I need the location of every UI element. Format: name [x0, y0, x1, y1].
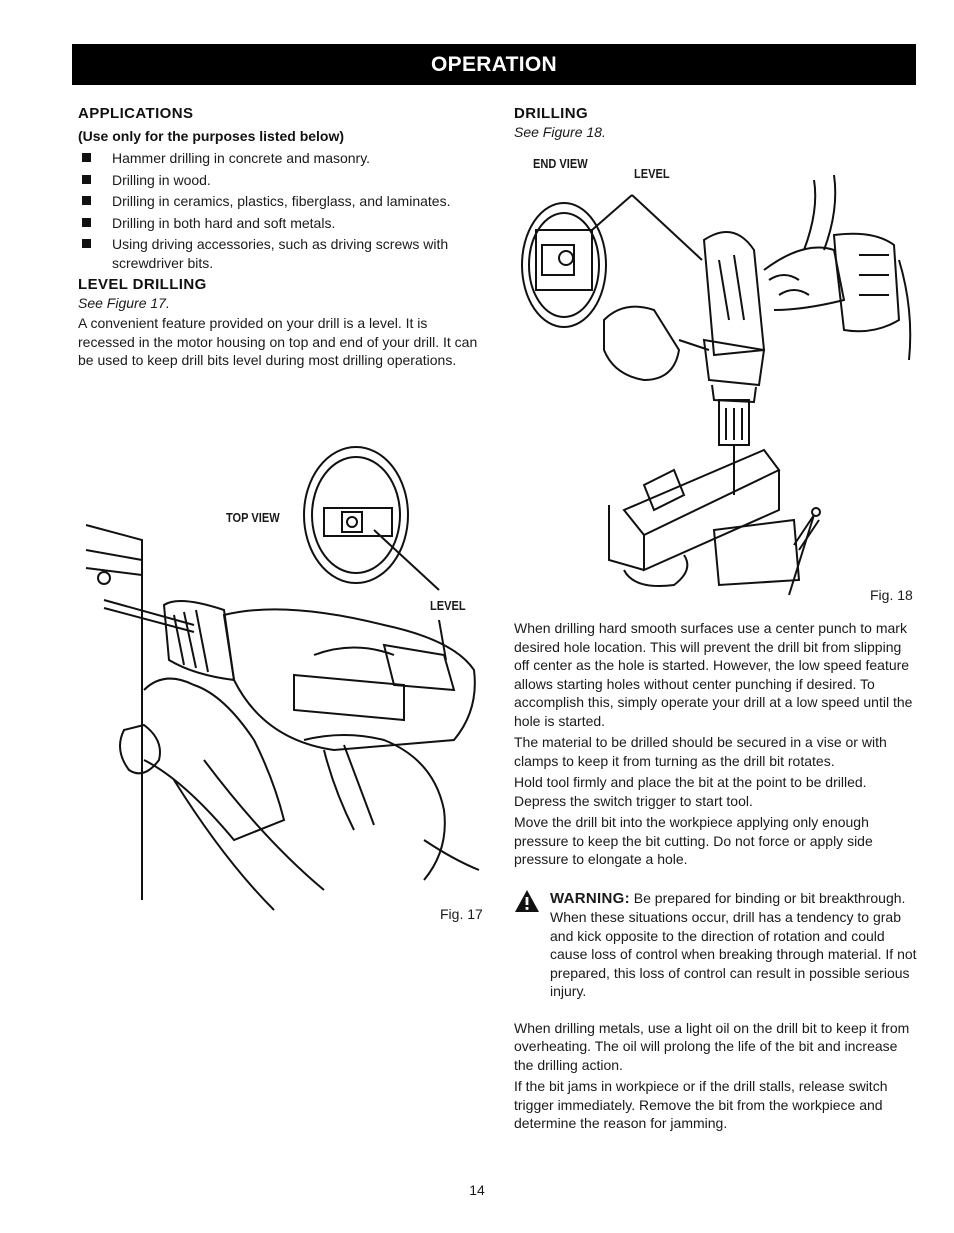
drill-vise-illustration: [521, 174, 912, 596]
drilling-paragraph: Move the drill bit into the workpiece ap…: [514, 814, 873, 867]
level-drilling-figure-ref: See Figure 17.: [78, 295, 170, 311]
drilling-paragraph: If the bit jams in workpiece or if the d…: [514, 1078, 888, 1131]
warning-body: Be prepared for binding or bit breakthro…: [550, 889, 917, 1000]
drilling-after-warning: When drilling metals, use a light oil on…: [514, 1019, 918, 1133]
drilling-figure-ref: See Figure 18.: [514, 124, 606, 140]
drill-top-view-illustration: [85, 446, 480, 911]
list-item: Using driving accessories, such as drivi…: [78, 235, 488, 272]
figure-18: END VIEW LEVEL Fig. 18: [514, 150, 918, 610]
figure-18-caption: Fig. 18: [870, 587, 913, 603]
page-number: 14: [469, 1182, 485, 1198]
right-column: DRILLING See Figure 18.: [514, 104, 924, 143]
drilling-paragraph: Hold tool firmly and place the bit at th…: [514, 774, 867, 809]
warning-word: WARNING:: [550, 889, 630, 907]
warning-triangle-icon: [515, 889, 539, 912]
section-title: OPERATION: [431, 53, 557, 76]
drilling-paragraph: When drilling metals, use a light oil on…: [514, 1019, 910, 1073]
level-drilling-heading: LEVEL DRILLING: [78, 276, 207, 293]
section-banner: OPERATION: [72, 44, 916, 85]
level-label: LEVEL: [430, 598, 466, 613]
top-view-label: TOP VIEW: [226, 510, 280, 525]
level-label: LEVEL: [634, 166, 670, 181]
warning-text: WARNING: Be prepared for binding or bit …: [550, 889, 918, 1001]
end-view-label: END VIEW: [533, 156, 588, 171]
drilling-body: When drilling hard smooth surfaces use a…: [514, 619, 918, 1136]
list-item: Drilling in both hard and soft metals.: [78, 214, 488, 233]
drilling-heading: DRILLING: [514, 105, 589, 122]
list-item: Drilling in ceramics, plastics, fibergla…: [78, 192, 488, 211]
applications-heading: APPLICATIONS: [78, 105, 194, 122]
applications-subheading: (Use only for the purposes listed below): [78, 128, 345, 144]
applications-list: Hammer drilling in concrete and masonry.…: [78, 149, 488, 272]
left-column: APPLICATIONS (Use only for the purposes …: [78, 104, 488, 373]
figure-17: TOP VIEW LEVEL Fig. 17: [84, 440, 494, 930]
level-drilling-body: A convenient feature provided on your dr…: [78, 315, 478, 368]
warning-block: WARNING: Be prepared for binding or bit …: [514, 889, 918, 1001]
figure-17-caption: Fig. 17: [440, 906, 483, 922]
list-item: Hammer drilling in concrete and masonry.: [78, 149, 488, 168]
list-item: Drilling in wood.: [78, 171, 488, 190]
drilling-paragraph: When drilling hard smooth surfaces use a…: [514, 620, 913, 729]
drilling-paragraph: The material to be drilled should be sec…: [514, 734, 887, 769]
